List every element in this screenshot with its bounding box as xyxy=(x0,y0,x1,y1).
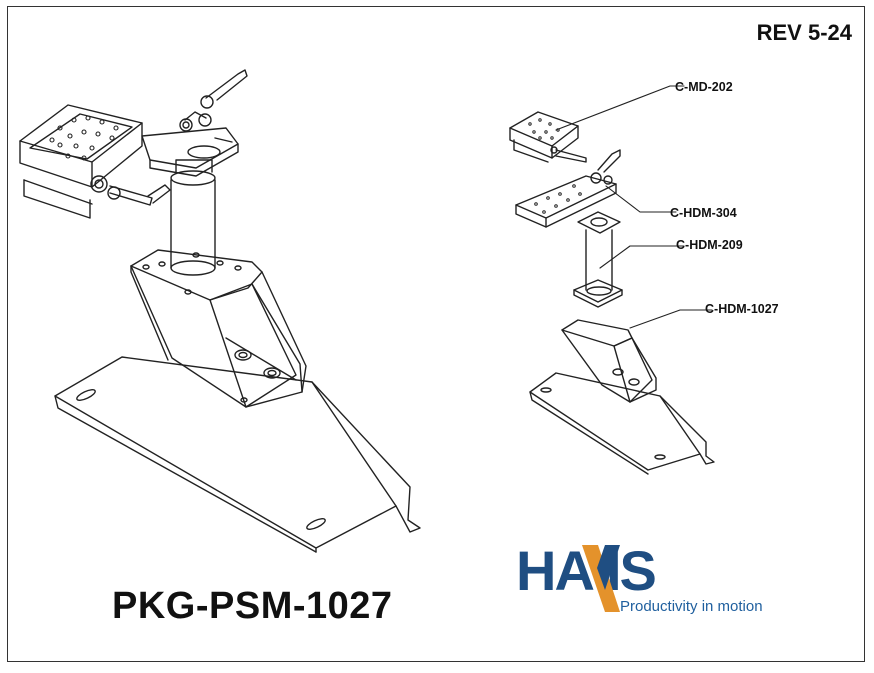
exploded-view-drawing xyxy=(509,85,715,475)
havis-logo-mark: HA IS xyxy=(516,539,658,612)
svg-text:HA: HA xyxy=(516,539,593,602)
part-c-hdm-1027 xyxy=(529,319,715,475)
callout-c-hdm-304: C-HDM-304 xyxy=(670,206,737,220)
revision-label: REV 5-24 xyxy=(756,20,852,45)
callout-c-hdm-1027: C-HDM-1027 xyxy=(705,302,779,316)
callout-c-hdm-209: C-HDM-209 xyxy=(676,238,743,252)
callout-c-md-202: C-MD-202 xyxy=(675,80,733,94)
part-c-hdm-209 xyxy=(573,211,623,308)
part-c-md-202 xyxy=(509,111,587,163)
package-title: PKG-PSM-1027 xyxy=(112,585,393,627)
assembled-mount-drawing xyxy=(19,69,421,553)
logo-tagline: Productivity in motion xyxy=(620,598,763,615)
page-border xyxy=(7,6,865,662)
